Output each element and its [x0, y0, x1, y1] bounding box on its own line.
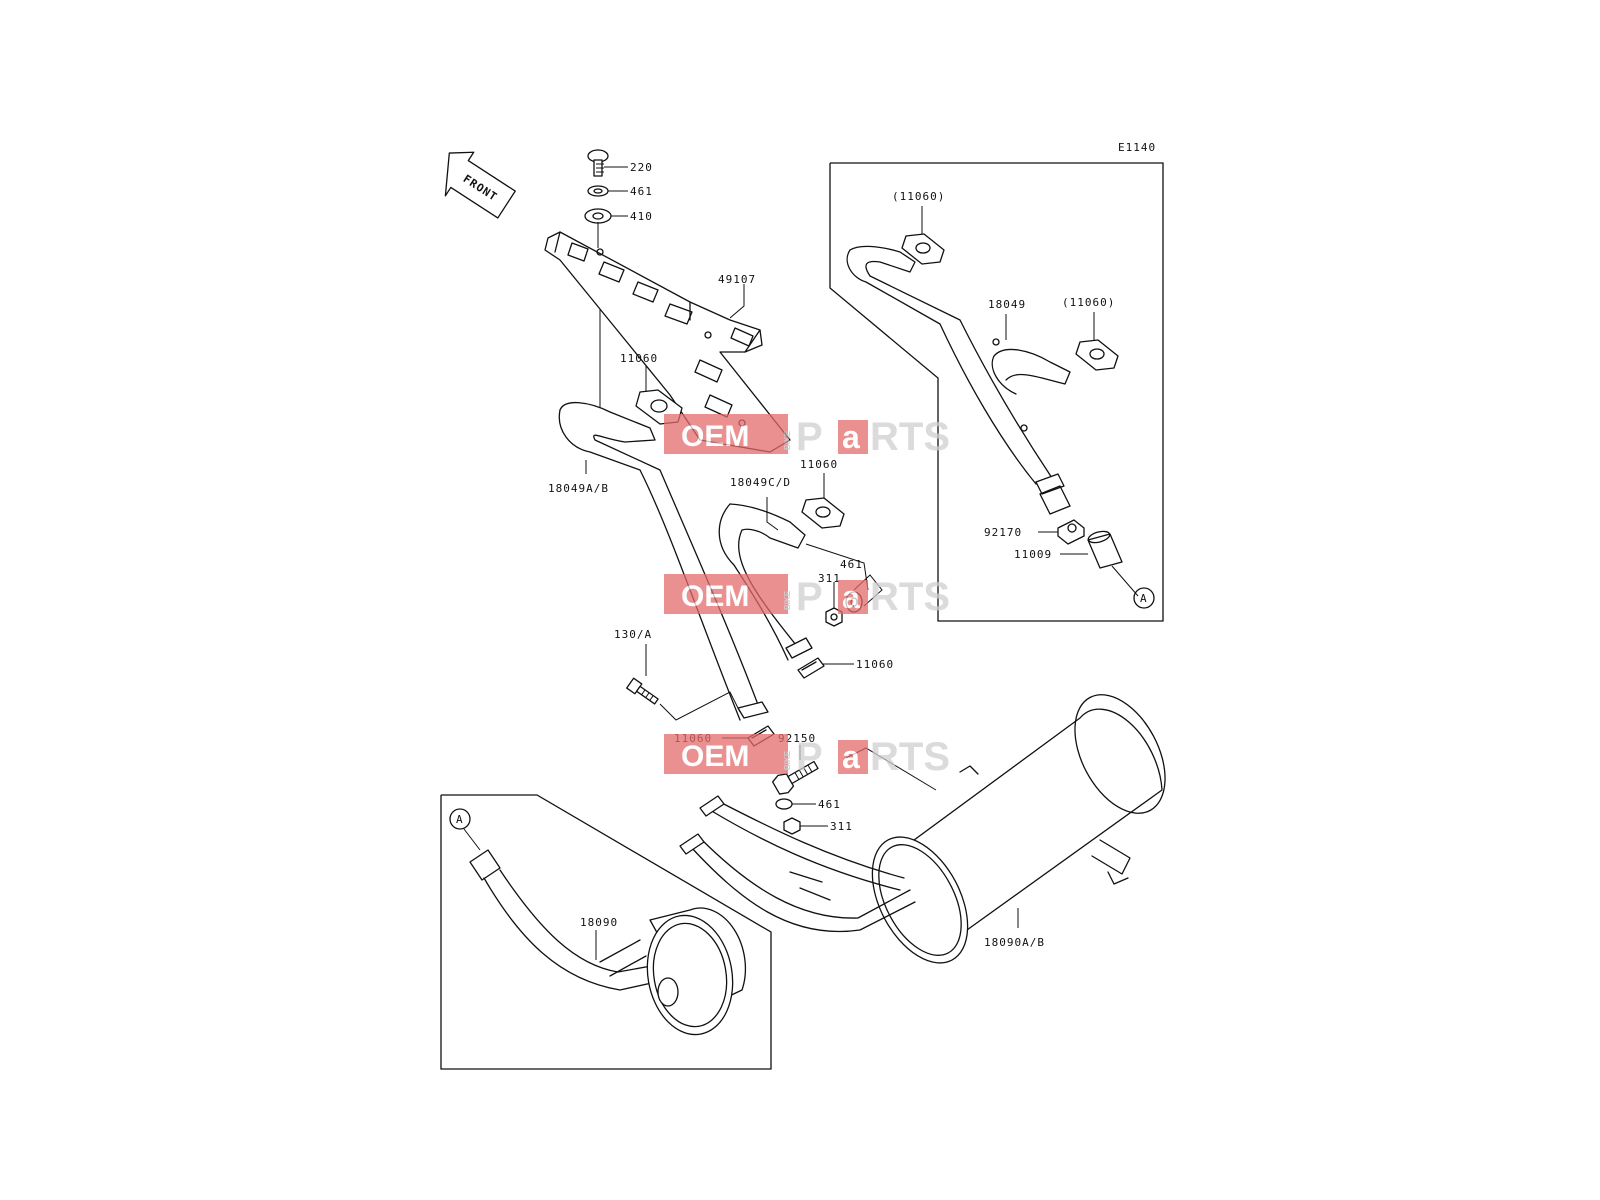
label-11060-b: 11060 — [800, 458, 838, 471]
label-18049cd: 18049C/D — [730, 476, 791, 489]
heat-guard-49107[interactable] — [544, 231, 791, 453]
diagram-code: E1140 — [1118, 141, 1156, 154]
label-inset-11060-a: (11060) — [892, 190, 945, 203]
svg-text:RTS: RTS — [870, 415, 950, 459]
watermark-1: OEM BIKE P a RTS — [664, 414, 950, 459]
label-461-mid: 461 — [840, 558, 863, 571]
inset-box-top-right — [829, 162, 1164, 622]
washer-461-low[interactable] — [775, 798, 793, 810]
svg-text:a: a — [842, 419, 860, 455]
label-130a: 130/A — [614, 628, 652, 641]
bolt-220[interactable] — [587, 149, 609, 177]
inset-marker-a-bottom: A — [449, 808, 471, 830]
muffler-18090[interactable] — [469, 849, 747, 1041]
label-220: 220 — [630, 161, 653, 174]
svg-text:BIKE: BIKE — [783, 590, 792, 610]
inset-marker-a-top: A — [1133, 587, 1155, 609]
gasket-11060-c[interactable] — [797, 657, 825, 679]
label-410: 410 — [630, 210, 653, 223]
gasket-11060-b[interactable] — [801, 497, 845, 529]
label-11060-c: 11060 — [856, 658, 894, 671]
label-inset-92170: 92170 — [984, 526, 1022, 539]
inset-gasket-11060-a[interactable] — [901, 233, 945, 265]
inset-clamp-92170[interactable] — [1057, 519, 1085, 545]
bolt-92150[interactable] — [771, 756, 821, 796]
label-311-mid: 311 — [818, 572, 841, 585]
washer-461-top[interactable] — [587, 185, 609, 197]
marker-a-top-label: A — [1140, 592, 1148, 605]
label-461-low: 461 — [818, 798, 841, 811]
inset-connector-11009[interactable] — [1087, 529, 1123, 569]
bolt-130a[interactable] — [626, 677, 660, 706]
svg-text:P: P — [796, 415, 823, 459]
svg-text:BIKE: BIKE — [783, 430, 792, 450]
label-18090: 18090 — [580, 916, 618, 929]
svg-text:a: a — [842, 739, 860, 775]
marker-a-bottom-label: A — [456, 813, 464, 826]
washer-410[interactable] — [584, 208, 612, 224]
svg-text:OEM: OEM — [681, 420, 749, 453]
svg-text:P: P — [796, 735, 823, 779]
svg-text:OEM: OEM — [681, 740, 749, 773]
svg-text:P: P — [796, 575, 823, 619]
label-11060-a: 11060 — [620, 352, 658, 365]
label-311-low: 311 — [830, 820, 853, 833]
inset-box-bottom-left — [440, 794, 772, 1070]
nut-311-low[interactable] — [783, 817, 801, 835]
label-inset-11009: 11009 — [1014, 548, 1052, 561]
inset-gasket-11060-b[interactable] — [1075, 339, 1119, 371]
label-461-top: 461 — [630, 185, 653, 198]
label-inset-11060-b: (11060) — [1062, 296, 1115, 309]
front-arrow-icon: FRONT — [444, 151, 516, 219]
svg-text:BIKE: BIKE — [783, 750, 792, 770]
svg-text:RTS: RTS — [870, 575, 950, 619]
svg-text:RTS: RTS — [870, 735, 950, 779]
label-18049ab: 18049A/B — [548, 482, 609, 495]
svg-text:a: a — [842, 579, 860, 615]
muffler-18090ab[interactable] — [679, 680, 1184, 979]
label-18090ab: 18090A/B — [984, 936, 1045, 949]
watermark-2: OEM BIKE P a RTS — [664, 574, 950, 619]
label-inset-18049: 18049 — [988, 298, 1026, 311]
label-49107: 49107 — [718, 273, 756, 286]
watermark-3: OEM BIKE P a RTS — [664, 734, 950, 779]
inset-exhaust-pipe-18049[interactable] — [846, 245, 1071, 515]
svg-text:OEM: OEM — [681, 580, 749, 613]
exhaust-pipe-18049ab[interactable] — [558, 402, 769, 721]
